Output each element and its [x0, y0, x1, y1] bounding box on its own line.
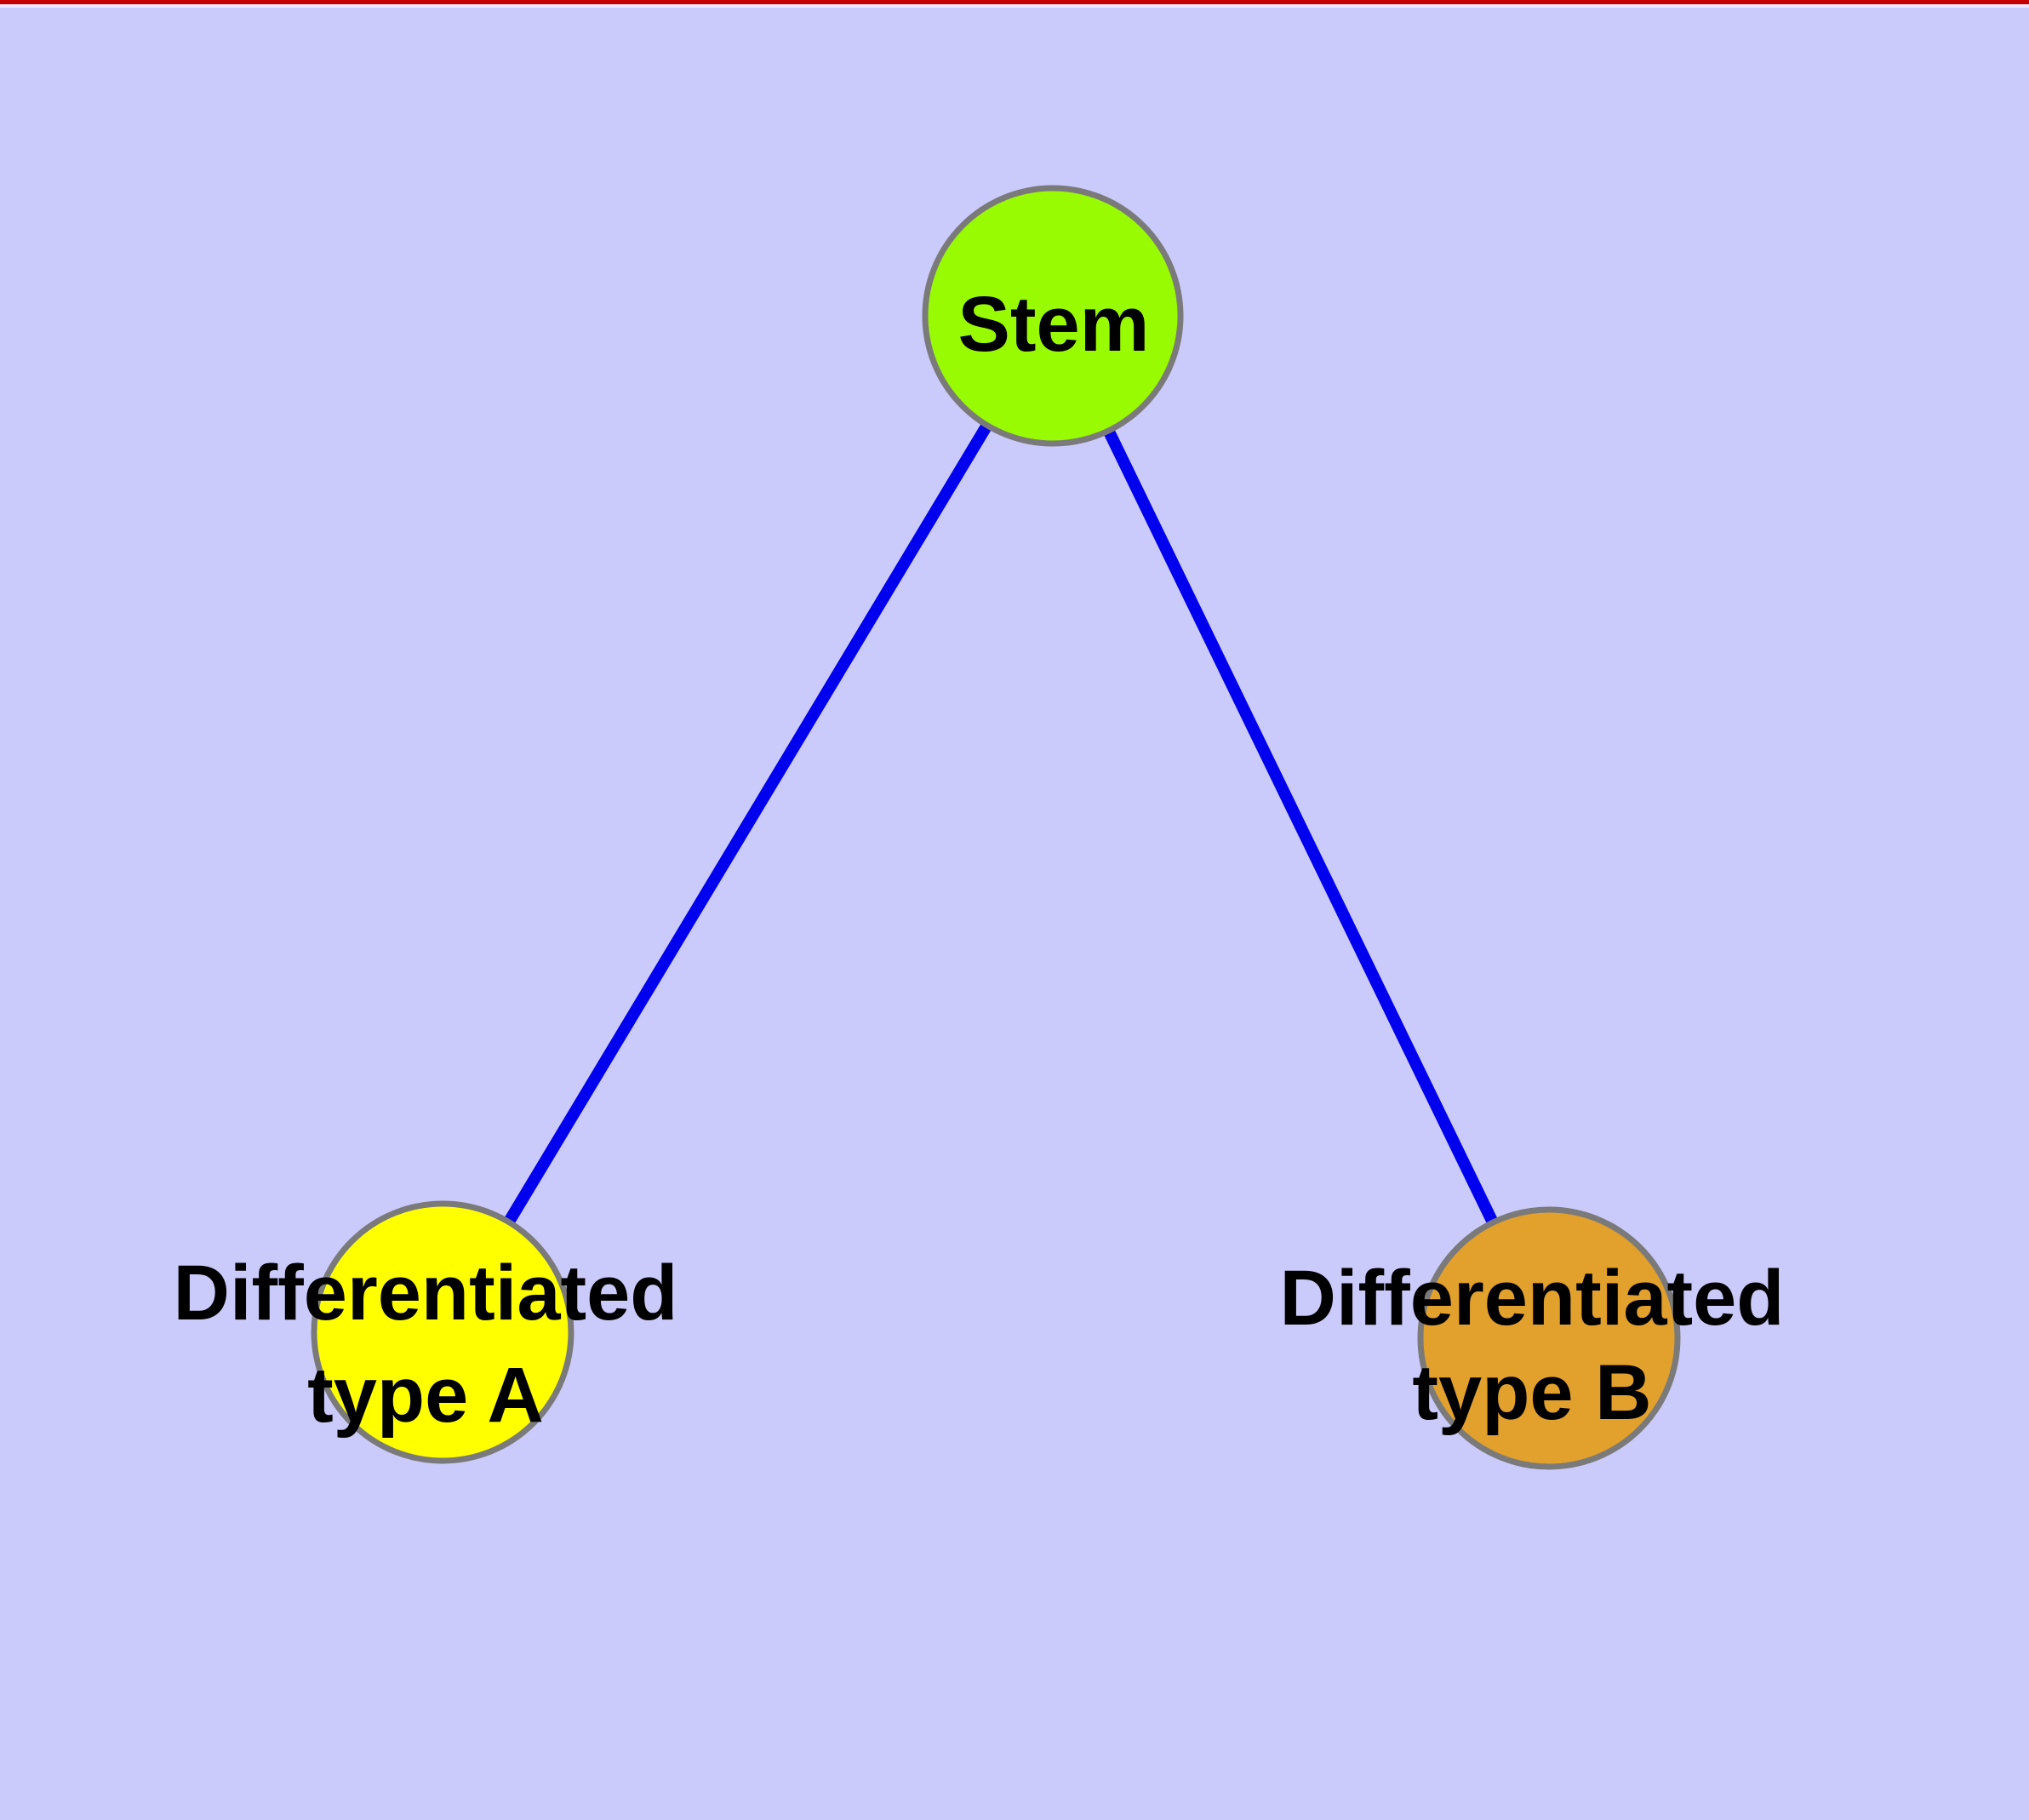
top-light-strip: [0, 4, 2029, 8]
nodes-layer: [311, 185, 1681, 1470]
top-red-strip: [0, 0, 2029, 4]
edge-stem-diff-a: [437, 312, 1059, 1336]
edge-stem-diff-b: [1047, 312, 1555, 1342]
edges-layer: [437, 312, 1555, 1342]
node-stem-label-line-1: Stem: [958, 281, 1150, 368]
node-diff-b-label-line-2: type B: [1412, 1349, 1651, 1436]
node-diff-b-label-line-1: Differentiated: [1280, 1255, 1785, 1342]
node-diff-a-circle: [311, 1200, 574, 1464]
node-stem-circle: [922, 185, 1184, 447]
node-diff-a-label-line-1: Differentiated: [174, 1250, 678, 1336]
node-diff-b-circle: [1417, 1206, 1681, 1470]
node-diff-a-label-line-2: type A: [307, 1352, 544, 1439]
